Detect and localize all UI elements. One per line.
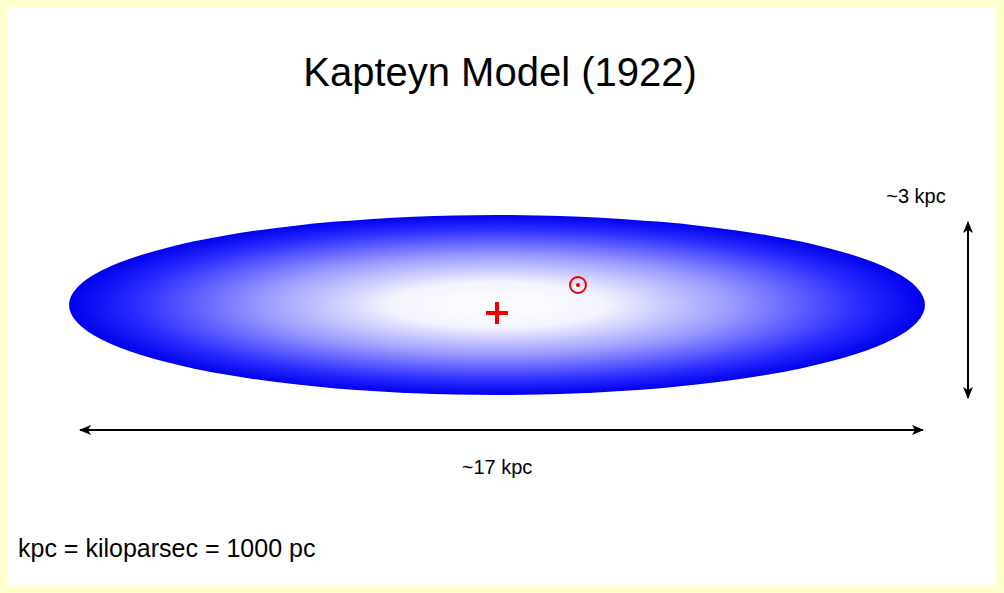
thickness-dimension-arrow — [967, 222, 969, 398]
footnote: kpc = kiloparsec = 1000 pc — [18, 534, 315, 563]
galaxy-ellipse — [69, 215, 925, 395]
slide-title: Kapteyn Model (1922) — [303, 49, 697, 95]
dimension-label: ~17 kpc — [462, 456, 533, 479]
dimension-label: ~3 kpc — [886, 185, 945, 208]
sun-symbol — [570, 277, 586, 293]
width-dimension-arrow — [80, 429, 923, 431]
galactic-center-cross — [486, 302, 508, 324]
